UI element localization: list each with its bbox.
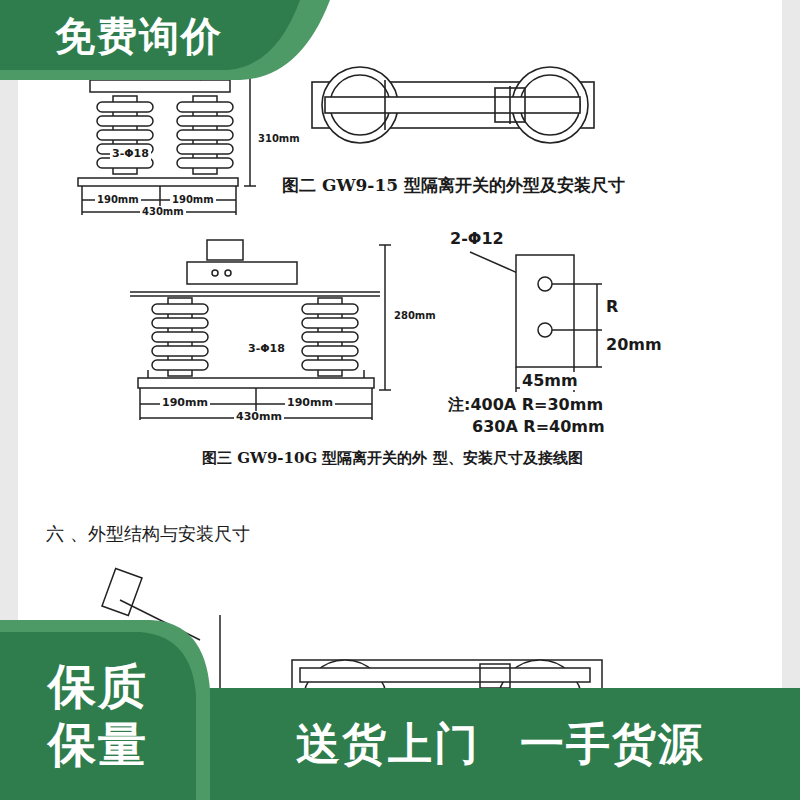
promo-badge: 免费询价 (4, 4, 274, 68)
dimension-label: 20mm (604, 336, 664, 354)
section-heading: 六 、外型结构与安装尺寸 (44, 524, 252, 545)
dimension-label: 45mm (520, 372, 580, 390)
dimension-label: 190mm (285, 397, 335, 410)
badge-text: 免费询价 (55, 12, 223, 60)
slogan-text: 送货上门 (296, 718, 480, 771)
dimension-label: 注:400A R=30mm (446, 396, 605, 414)
promo-badge: 保质 保量 (8, 636, 188, 796)
dimension-label: 280mm (392, 310, 438, 322)
dimension-label: 2-Φ12 (448, 230, 506, 248)
badge-text: 保质 保量 (43, 658, 153, 773)
dimension-label: 310mm (256, 133, 302, 145)
dimension-label: 630A R=40mm (470, 418, 607, 436)
dimension-label: 430mm (234, 411, 284, 424)
dimension-label: 190mm (160, 397, 210, 410)
dimension-label: 190mm (170, 194, 216, 206)
dimension-label: 190mm (95, 194, 141, 206)
dimension-label: 430mm (140, 206, 186, 218)
dimension-label: R (604, 298, 620, 316)
dimension-label: 3-Φ18 (246, 343, 287, 356)
figure-caption: 图三 GW9-10G 型隔离开关的外 型、安装尺寸及接线图 (200, 450, 585, 467)
dimension-label: 3-Φ18 (110, 148, 151, 161)
figure-caption: 图二 GW9-15 型隔离开关的外型及安装尺寸 (280, 176, 627, 196)
slogan-bar: 送货上门一手货源 (215, 696, 785, 792)
slogan-text: 一手货源 (520, 718, 704, 771)
